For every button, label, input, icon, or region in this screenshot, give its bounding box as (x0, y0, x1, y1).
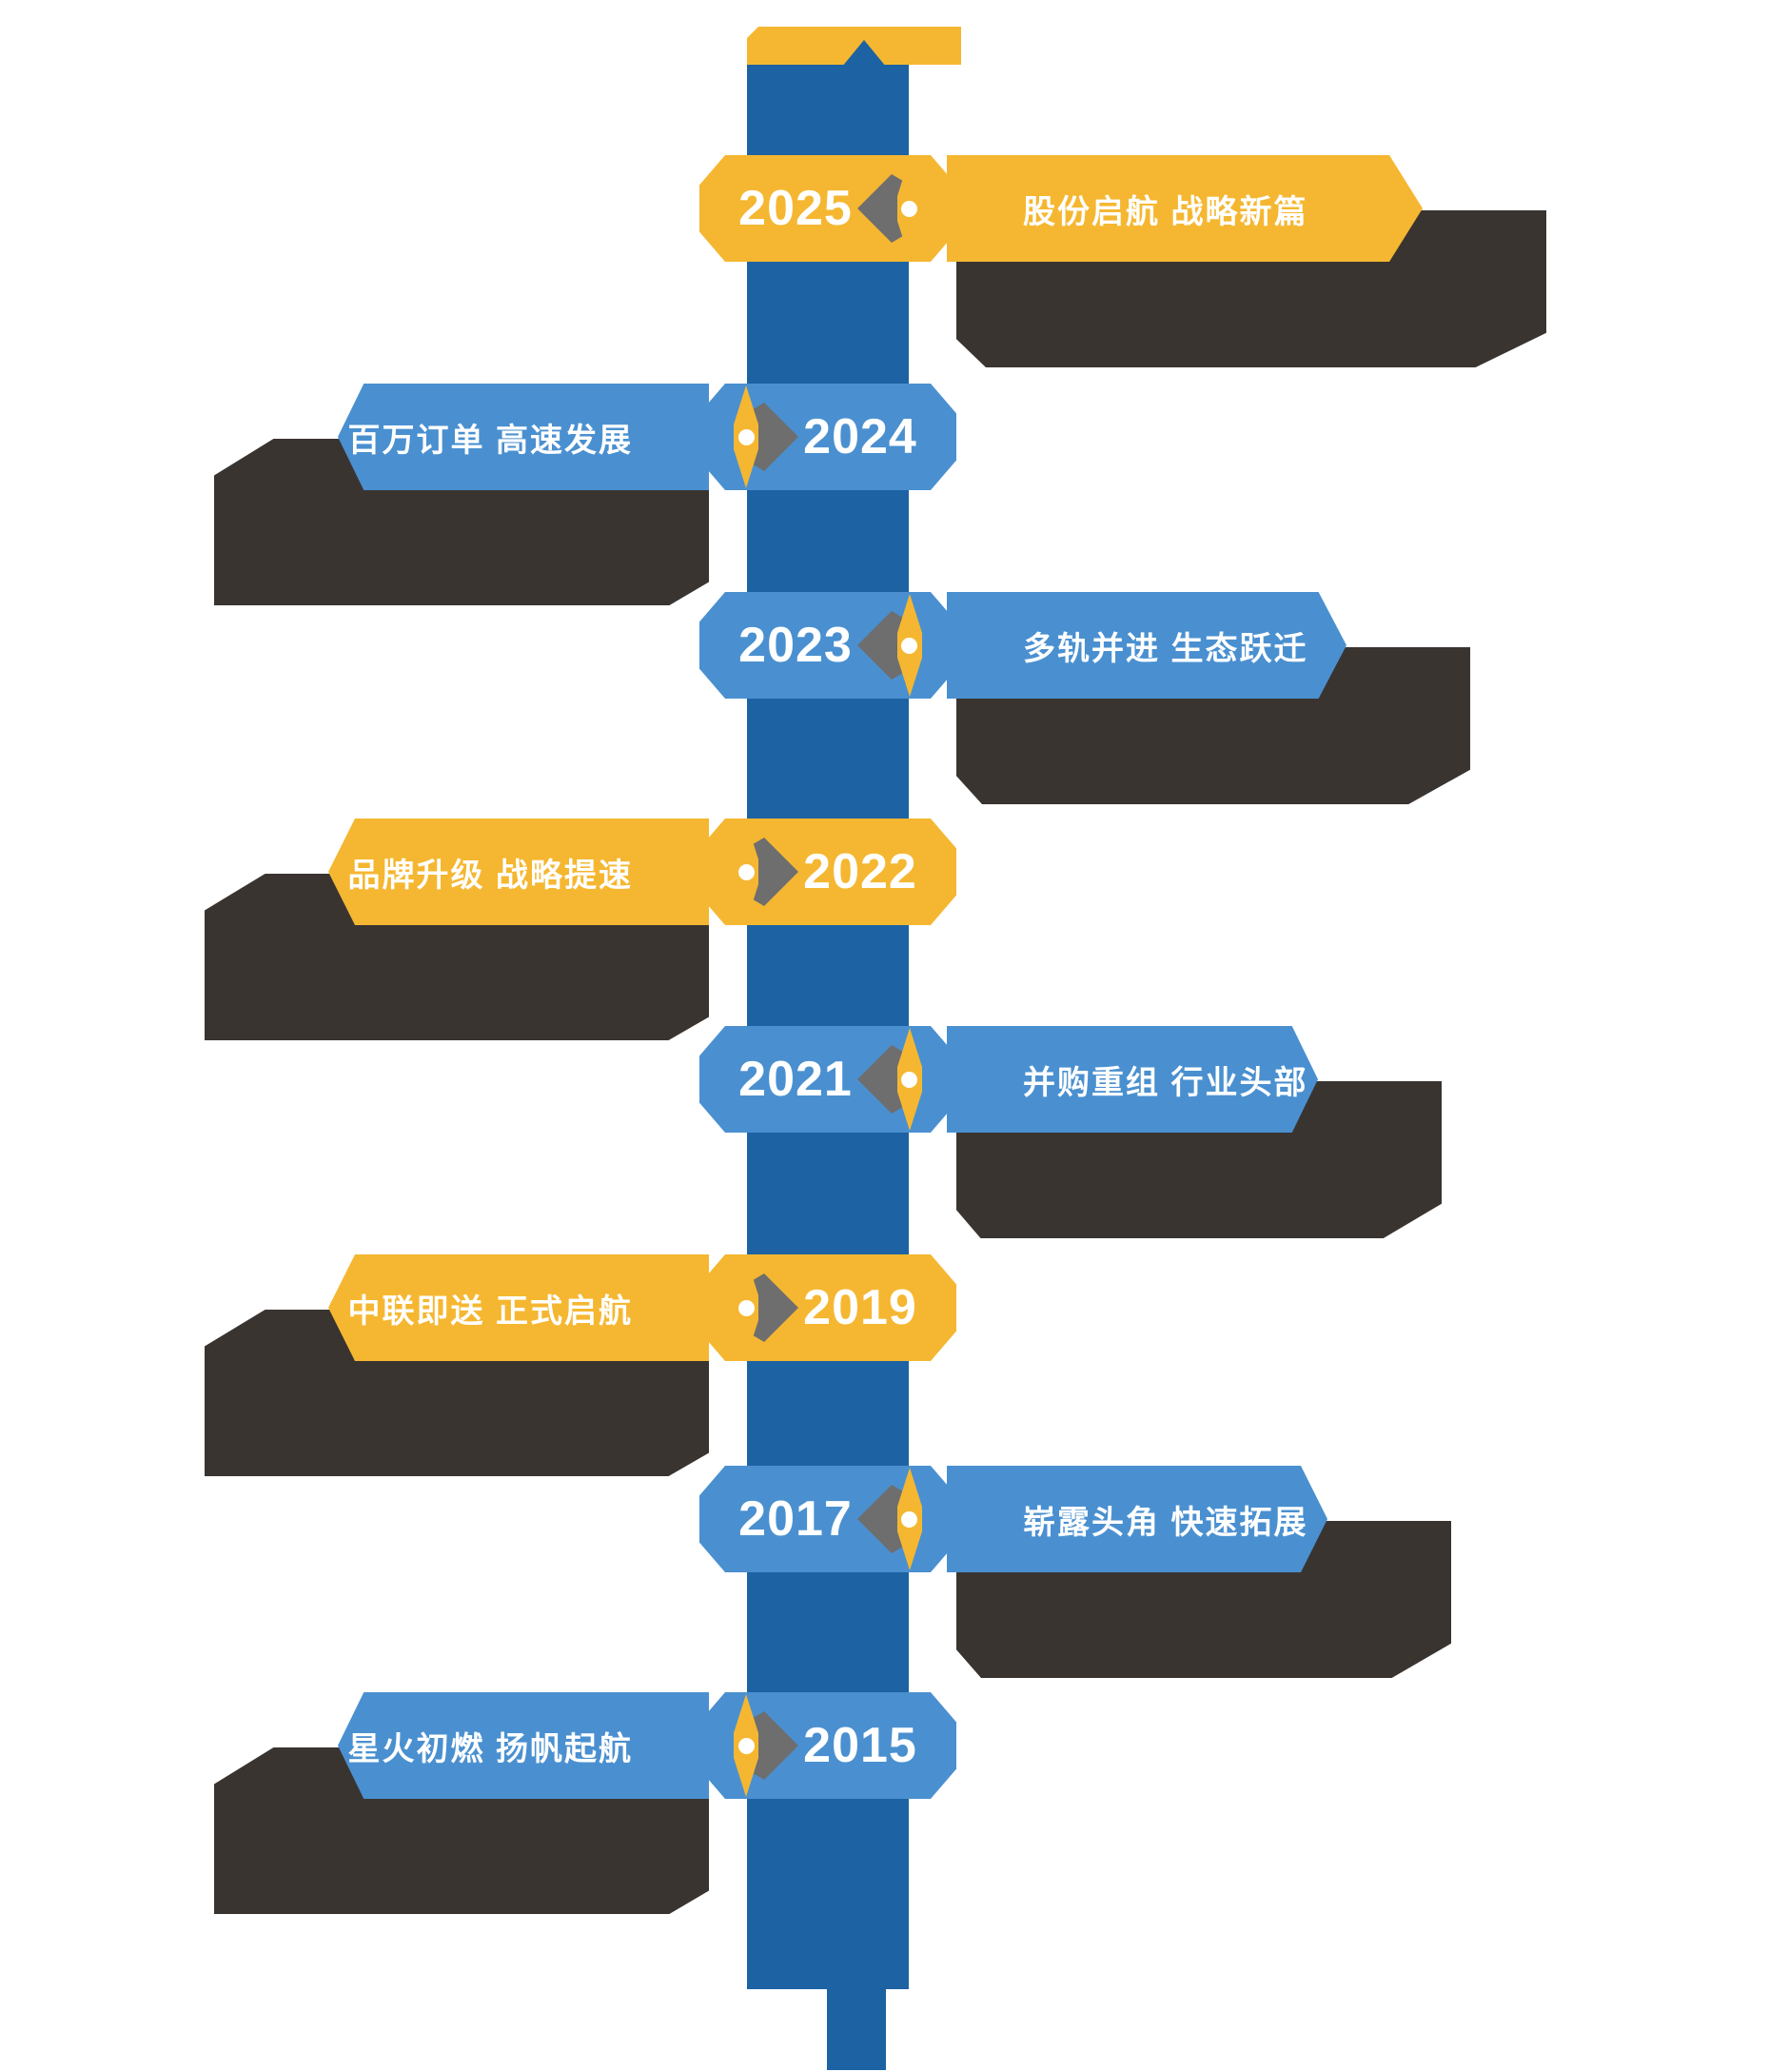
milestone-label-2019: 中联即送 正式启航 (347, 1293, 633, 1330)
milestone-label-2024: 百万订单 高速发展 (347, 422, 633, 459)
milestone-connector-2023 (852, 592, 956, 699)
milestone-year-2015: 2015 (803, 1718, 917, 1773)
pin-center-dot-icon (901, 1072, 917, 1088)
pin-center-dot-icon (901, 201, 917, 217)
milestone-year-2017: 2017 (738, 1491, 853, 1547)
milestone-panel-2025[interactable]: 股份启航 战略新篇 (947, 155, 1423, 262)
milestone-year-2019: 2019 (803, 1280, 917, 1335)
milestone-connector-2015 (699, 1692, 804, 1799)
milestone-panel-2024[interactable]: 百万订单 高速发展 (338, 384, 709, 490)
pin-center-dot-icon (738, 429, 755, 445)
milestone-year-2022: 2022 (803, 844, 917, 899)
milestone-panel-2017[interactable]: 崭露头角 快速拓展 (947, 1466, 1327, 1572)
timeline-bottom-stub (827, 1975, 886, 2070)
pin-center-dot-icon (901, 638, 917, 654)
milestone-label-2017: 崭露头角 快速拓展 (1023, 1504, 1308, 1541)
pin-center-dot-icon (901, 1511, 917, 1528)
milestone-panel-2021[interactable]: 并购重组 行业头部 (947, 1026, 1318, 1133)
milestone-year-2025: 2025 (738, 181, 853, 236)
milestone-year-2024: 2024 (803, 409, 917, 464)
pin-center-dot-icon (738, 1300, 755, 1316)
milestone-connector-2019 (699, 1254, 804, 1361)
timeline-spine (747, 57, 909, 1989)
milestone-year-2023: 2023 (738, 618, 853, 673)
milestone-label-2021: 并购重组 行业头部 (1023, 1064, 1308, 1101)
milestone-label-2023: 多轨并进 生态跃迁 (1023, 630, 1308, 667)
milestone-connector-2017 (852, 1466, 956, 1572)
milestone-connector-2025 (852, 155, 956, 262)
milestone-label-2025: 股份启航 战略新篇 (1023, 193, 1308, 230)
milestone-label-2015: 星火初燃 扬帆起航 (347, 1730, 633, 1767)
pin-center-dot-icon (738, 1738, 755, 1754)
milestone-panel-2023[interactable]: 多轨并进 生态跃迁 (947, 592, 1346, 699)
milestone-connector-2024 (699, 384, 804, 490)
milestone-panel-2022[interactable]: 品牌升级 战略提速 (328, 819, 709, 925)
pin-center-dot-icon (738, 864, 755, 880)
milestone-panel-2015[interactable]: 星火初燃 扬帆起航 (338, 1692, 709, 1799)
milestone-year-2021: 2021 (738, 1052, 853, 1107)
milestone-connector-2022 (699, 819, 804, 925)
milestone-panel-2019[interactable]: 中联即送 正式启航 (328, 1254, 709, 1361)
milestone-label-2022: 品牌升级 战略提速 (347, 857, 633, 894)
milestone-connector-2021 (852, 1026, 956, 1133)
